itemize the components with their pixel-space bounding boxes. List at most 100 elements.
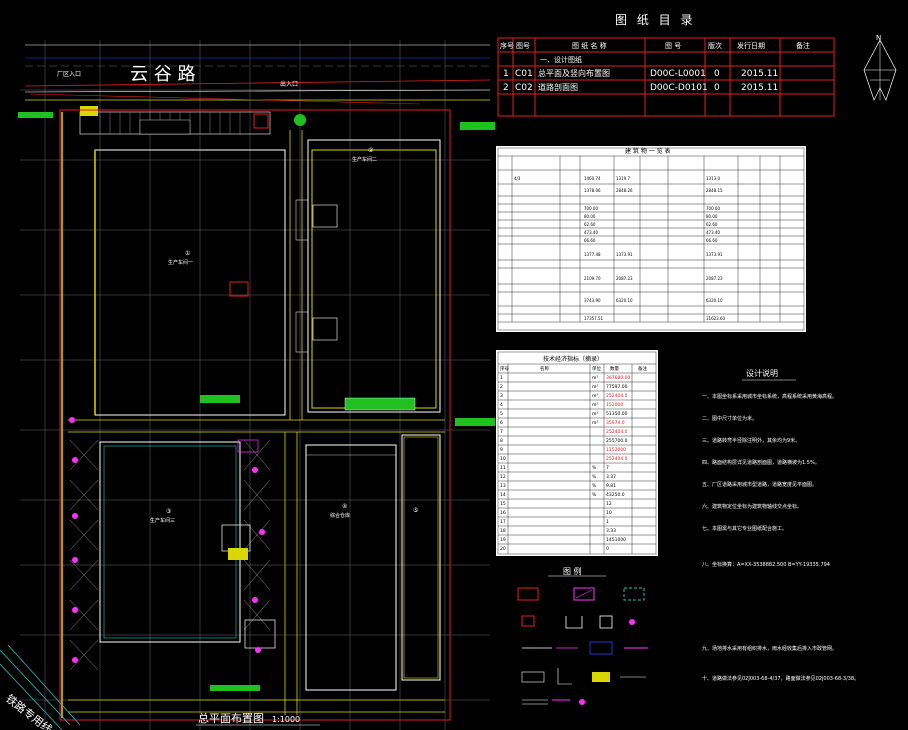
note-6: 六、建筑物定位坐标为建筑物轴线交点坐标。 — [702, 503, 802, 510]
building-2-label: ② — [368, 147, 374, 154]
internal-roads — [68, 130, 445, 715]
note-7: 七、本图需与其它专业图纸配合施工。 — [702, 525, 787, 532]
drawing-index-table — [497, 37, 835, 117]
svg-text:1313.0: 1313.0 — [706, 176, 720, 181]
note-3: 三、道路转弯半径除注明外，其余均为9米。 — [702, 437, 800, 444]
building-list-title: 建 筑 物 一 览 表 — [625, 147, 671, 155]
index-row1-dwg: D00C-L0001 — [650, 69, 706, 79]
svg-text:66.60: 66.60 — [584, 238, 596, 243]
legend — [517, 575, 648, 705]
svg-text:2848.26: 2848.26 — [616, 188, 633, 193]
tech-value-11: 7 — [606, 465, 609, 471]
svg-text:13: 13 — [500, 483, 506, 489]
index-header-remark: 备注 — [796, 41, 810, 50]
plan-title: 总平面布置图 — [198, 711, 264, 725]
road-yungu — [24, 44, 491, 105]
svg-text:m²: m² — [592, 394, 598, 399]
note-4: 四、路面结构层详见道路剖面图，道路横坡为1.5%。 — [702, 459, 820, 466]
svg-text:14: 14 — [500, 492, 506, 498]
svg-text:2109.70: 2109.70 — [584, 276, 601, 281]
svg-text:1373.91: 1373.91 — [616, 252, 633, 257]
building-5 — [401, 434, 441, 681]
index-row1-code: C01 — [515, 69, 533, 79]
svg-text:m²: m² — [592, 403, 598, 408]
tech-value-18: 3.33 — [606, 528, 616, 534]
svg-text:11: 11 — [500, 465, 506, 471]
svg-text:1460.74: 1460.74 — [584, 176, 601, 181]
svg-text:%: % — [592, 492, 597, 498]
note-2: 二、图中尺寸单位为米。 — [702, 415, 757, 422]
tech-value-8: 255700.0 — [606, 438, 628, 444]
svg-text:1: 1 — [500, 375, 503, 381]
tech-value-9: 1152000 — [606, 447, 626, 453]
index-row2-no: 2 — [503, 83, 509, 93]
gate-label-west: 厂区入口 — [57, 71, 81, 78]
building-4-label: ④ — [342, 503, 347, 510]
svg-text:16: 16 — [500, 510, 506, 516]
coordinate-grid — [20, 40, 490, 730]
index-row2-code: C02 — [515, 83, 533, 93]
tech-value-12: 3.37 — [606, 474, 616, 480]
note-8: 八、坐标换算：A=XX-3538882.500 B=YY-19335.794 — [702, 561, 830, 568]
tech-value-16: 10 — [606, 510, 612, 516]
svg-text:%: % — [592, 465, 597, 471]
svg-text:31623.60: 31623.60 — [706, 316, 726, 321]
svg-text:2: 2 — [500, 384, 503, 390]
tech-value-1: 367680.00 — [606, 375, 630, 381]
svg-text:1373.91: 1373.91 — [706, 252, 723, 257]
svg-text:6: 6 — [500, 420, 503, 426]
building-2 — [295, 139, 441, 413]
svg-text:m²: m² — [592, 412, 598, 417]
building-3-label: ③ — [166, 508, 171, 515]
svg-text:700.00: 700.00 — [584, 206, 598, 211]
index-header-no: 序号 — [500, 41, 514, 50]
index-section: 一、设计图纸 — [540, 55, 582, 64]
legend-title: 图 例 — [563, 566, 582, 576]
svg-text:12: 12 — [500, 474, 506, 480]
svg-text:m²: m² — [592, 385, 598, 390]
tech-value-14: 43250.0 — [606, 492, 625, 498]
svg-text:17: 17 — [500, 519, 506, 525]
site-boundary — [59, 109, 451, 721]
tech-value-15: 12 — [606, 501, 612, 507]
svg-text:%: % — [592, 474, 597, 480]
index-row2-rev: 0 — [714, 83, 720, 93]
index-header-dwg: 图 号 — [665, 42, 681, 50]
svg-text:15: 15 — [500, 501, 506, 507]
road-name: 云 谷 路 — [130, 64, 195, 85]
tech-table-title: 技术经济指标（摘录） — [543, 355, 603, 363]
building-1 — [94, 149, 286, 416]
railway-label: 铁路专用线 — [3, 691, 55, 730]
note-5: 五、厂区道路采用城市型道路，道路宽度见平面图。 — [702, 481, 817, 488]
svg-text:m²: m² — [592, 376, 598, 381]
svg-text:700.00: 700.00 — [706, 206, 720, 211]
note-1: 一、本图坐标系采用城市坐标系统，高程系统采用黄海高程。 — [702, 393, 837, 400]
svg-text:18: 18 — [500, 528, 506, 534]
index-row2-dwg: D00C-D0101 — [650, 83, 708, 93]
svg-text:1378.06: 1378.06 — [584, 188, 601, 193]
tech-header-unit: 单位 — [592, 365, 601, 372]
svg-text:3: 3 — [500, 393, 503, 399]
coordinate-markers — [18, 112, 495, 691]
building-4 — [305, 444, 397, 691]
tech-header-name: 名称 — [540, 365, 549, 372]
tech-header-no: 序号 — [500, 365, 509, 372]
svg-text:7: 7 — [500, 429, 503, 435]
notes-title: 设计说明 — [746, 368, 778, 378]
svg-text:20: 20 — [500, 546, 506, 552]
svg-text:m²: m² — [592, 421, 598, 426]
index-row2-name: 道路剖面图 — [538, 82, 578, 92]
index-row1-date: 2015.11 — [741, 69, 778, 79]
building-1-label: ① — [185, 250, 190, 257]
svg-text:8: 8 — [500, 438, 503, 444]
tech-value-20: 0 — [606, 546, 609, 552]
building-5-label: ⑤ — [413, 507, 418, 514]
svg-text:19: 19 — [500, 537, 506, 543]
index-row2-date: 2015.11 — [741, 83, 778, 93]
svg-text:6320.10: 6320.10 — [706, 298, 723, 303]
svg-text:80.00: 80.00 — [584, 214, 596, 219]
tech-header-remark: 备注 — [638, 365, 647, 372]
svg-text:4/3: 4/3 — [514, 176, 521, 181]
